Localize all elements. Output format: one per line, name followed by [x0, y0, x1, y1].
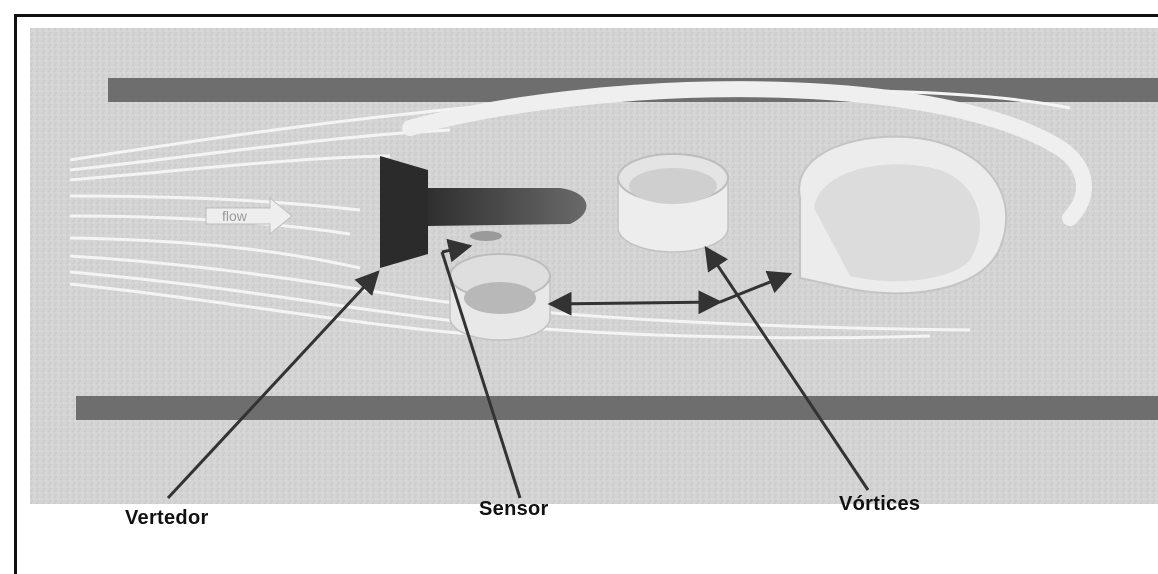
pipe-wall-bottom — [76, 396, 1158, 420]
frame-top-border — [14, 14, 1158, 17]
vortex-middle-upper — [618, 154, 728, 252]
label-vertedor: Vertedor — [125, 507, 209, 530]
flow-arrow-label: flow — [222, 208, 248, 224]
vortex-right-large — [799, 137, 1006, 294]
label-vortices: Vórtices — [839, 493, 920, 516]
label-sensor: Sensor — [479, 498, 549, 521]
frame-left-border — [14, 14, 17, 574]
pointer-vortices-horizontal — [550, 302, 720, 304]
vortex-flowmeter-diagram: flow — [30, 28, 1158, 504]
